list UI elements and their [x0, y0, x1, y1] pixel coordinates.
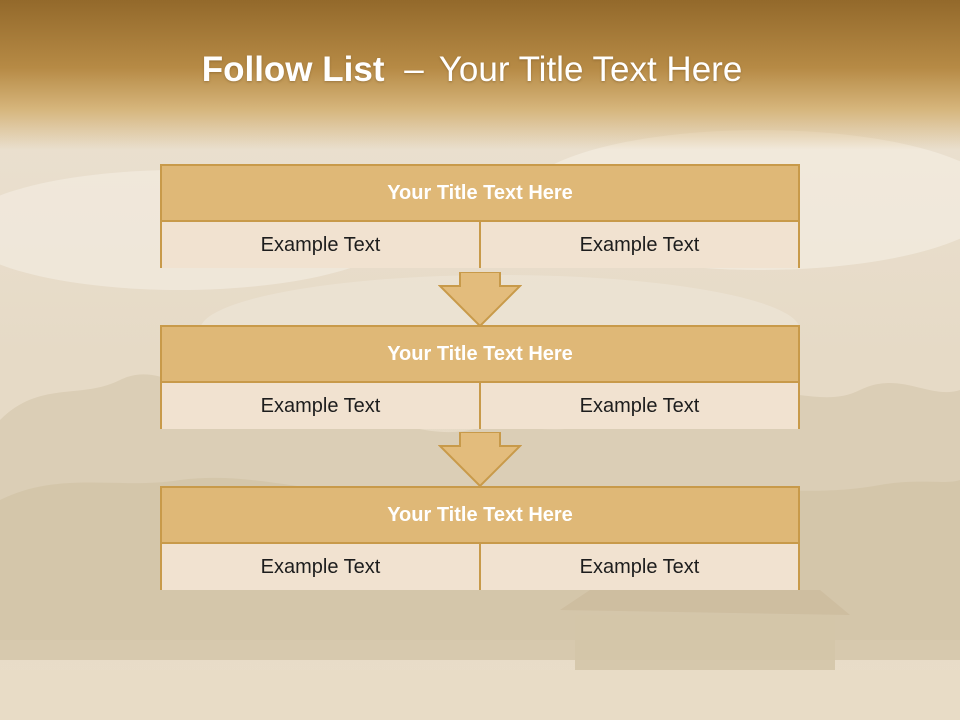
page-title: Follow List – Your Title Text Here: [0, 50, 944, 90]
step-2-left-cell: Example Text: [162, 383, 479, 429]
step-row-2: Example Text Example Text: [162, 383, 798, 429]
step-block-1: Your Title Text Here Example Text Exampl…: [160, 164, 800, 268]
step-title-2: Your Title Text Here: [162, 327, 798, 383]
header-band: [0, 0, 960, 150]
step-block-3: Your Title Text Here Example Text Exampl…: [160, 486, 800, 590]
step-3-left-cell: Example Text: [162, 544, 479, 590]
step-1-left-cell: Example Text: [162, 222, 479, 268]
page-title-separator: –: [404, 50, 424, 89]
down-arrow-icon: [438, 272, 522, 328]
step-2-right-cell: Example Text: [479, 383, 798, 429]
step-row-3: Example Text Example Text: [162, 544, 798, 590]
down-arrow-icon: [438, 432, 522, 488]
page-title-bold: Follow List: [201, 50, 385, 89]
step-block-2: Your Title Text Here Example Text Exampl…: [160, 325, 800, 429]
step-row-1: Example Text Example Text: [162, 222, 798, 268]
step-title-3: Your Title Text Here: [162, 488, 798, 544]
step-3-right-cell: Example Text: [479, 544, 798, 590]
page-title-rest: Your Title Text Here: [438, 50, 743, 89]
step-title-1: Your Title Text Here: [162, 166, 798, 222]
step-1-right-cell: Example Text: [479, 222, 798, 268]
